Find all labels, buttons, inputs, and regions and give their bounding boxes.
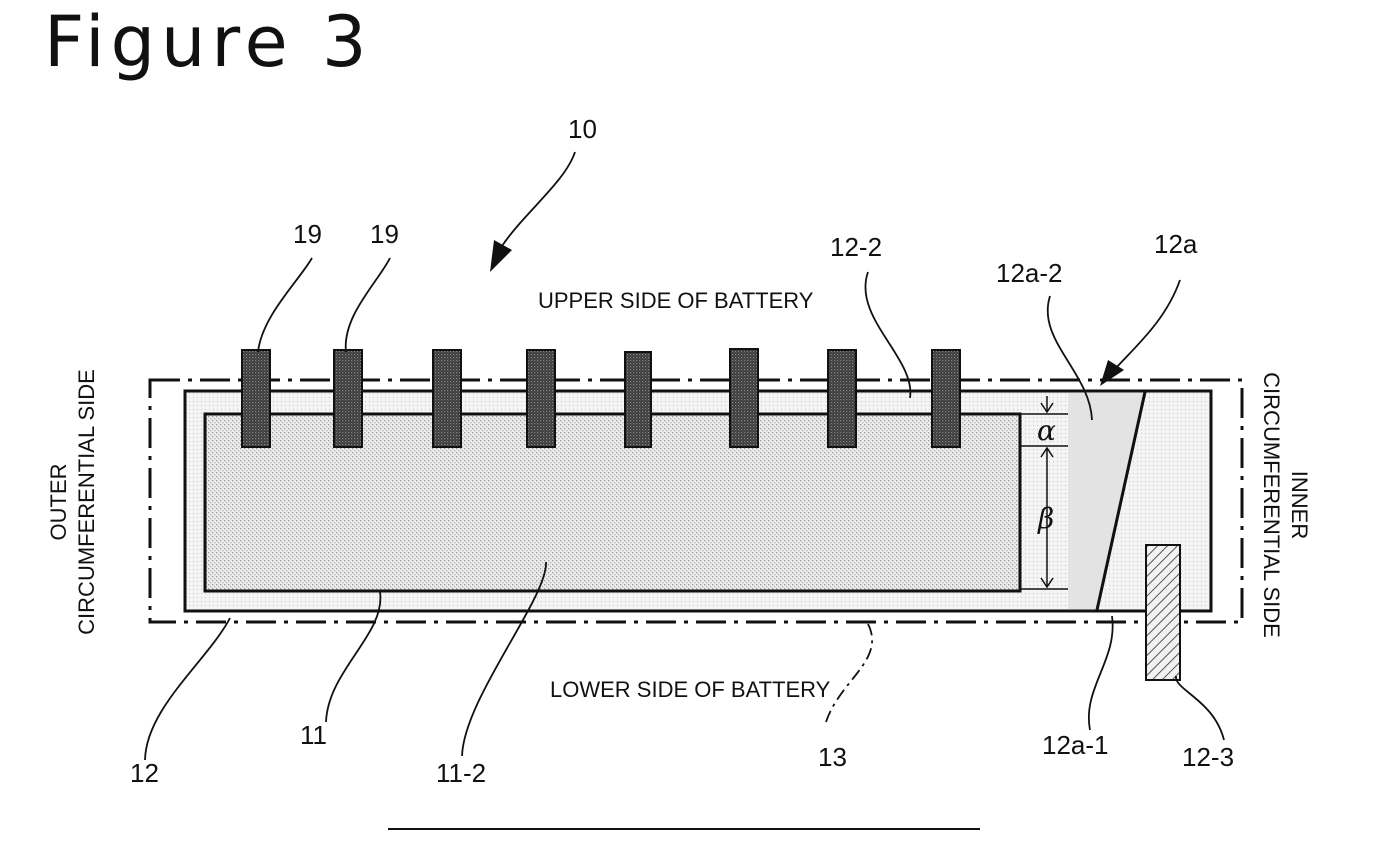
tab bbox=[527, 350, 555, 447]
leader-12a-1 bbox=[1089, 616, 1113, 730]
label-13: 13 bbox=[818, 742, 847, 772]
figure-title: Figure 3 bbox=[44, 1, 373, 83]
label-12-2: 12-2 bbox=[830, 232, 882, 262]
label-12a: 12a bbox=[1154, 229, 1198, 259]
label-10: 10 bbox=[568, 114, 597, 144]
tab bbox=[730, 349, 758, 447]
leader-10-arrowhead bbox=[490, 240, 512, 272]
outer-side-label-line2: CIRCUMFERENTIAL SIDE bbox=[74, 369, 99, 635]
label-19-second: 19 bbox=[370, 219, 399, 249]
dim-beta: β bbox=[1037, 502, 1054, 535]
inner-side-label-line2: CIRCUMFERENTIAL SIDE bbox=[1259, 372, 1284, 638]
inner-side-label-line1: INNER bbox=[1287, 471, 1312, 539]
leader-10 bbox=[502, 152, 575, 246]
tab bbox=[334, 350, 362, 447]
label-11-2: 11-2 bbox=[436, 758, 486, 788]
label-12a-2: 12a-2 bbox=[996, 258, 1063, 288]
label-12-3: 12-3 bbox=[1182, 742, 1234, 772]
upper-side-label: UPPER SIDE OF BATTERY bbox=[538, 288, 814, 313]
electrode-body bbox=[205, 414, 1020, 591]
leader-12-3 bbox=[1176, 676, 1224, 740]
dim-alpha: α bbox=[1037, 414, 1056, 447]
leader-13 bbox=[826, 624, 872, 722]
tab bbox=[433, 350, 461, 447]
leader-12 bbox=[145, 618, 230, 760]
leader-19b bbox=[346, 258, 390, 352]
leader-12a bbox=[1116, 280, 1180, 368]
lower-side-label: LOWER SIDE OF BATTERY bbox=[550, 677, 831, 702]
label-19-left: 19 bbox=[293, 219, 322, 249]
label-11: 11 bbox=[300, 720, 327, 750]
tab bbox=[242, 350, 270, 447]
tab bbox=[828, 350, 856, 447]
tab bbox=[625, 352, 651, 447]
lead-tab bbox=[1146, 545, 1180, 680]
outer-side-label-line1: OUTER bbox=[46, 464, 71, 541]
label-12a-1: 12a-1 bbox=[1042, 730, 1109, 760]
leader-19a bbox=[258, 258, 312, 352]
label-12: 12 bbox=[130, 758, 159, 788]
tab bbox=[932, 350, 960, 447]
